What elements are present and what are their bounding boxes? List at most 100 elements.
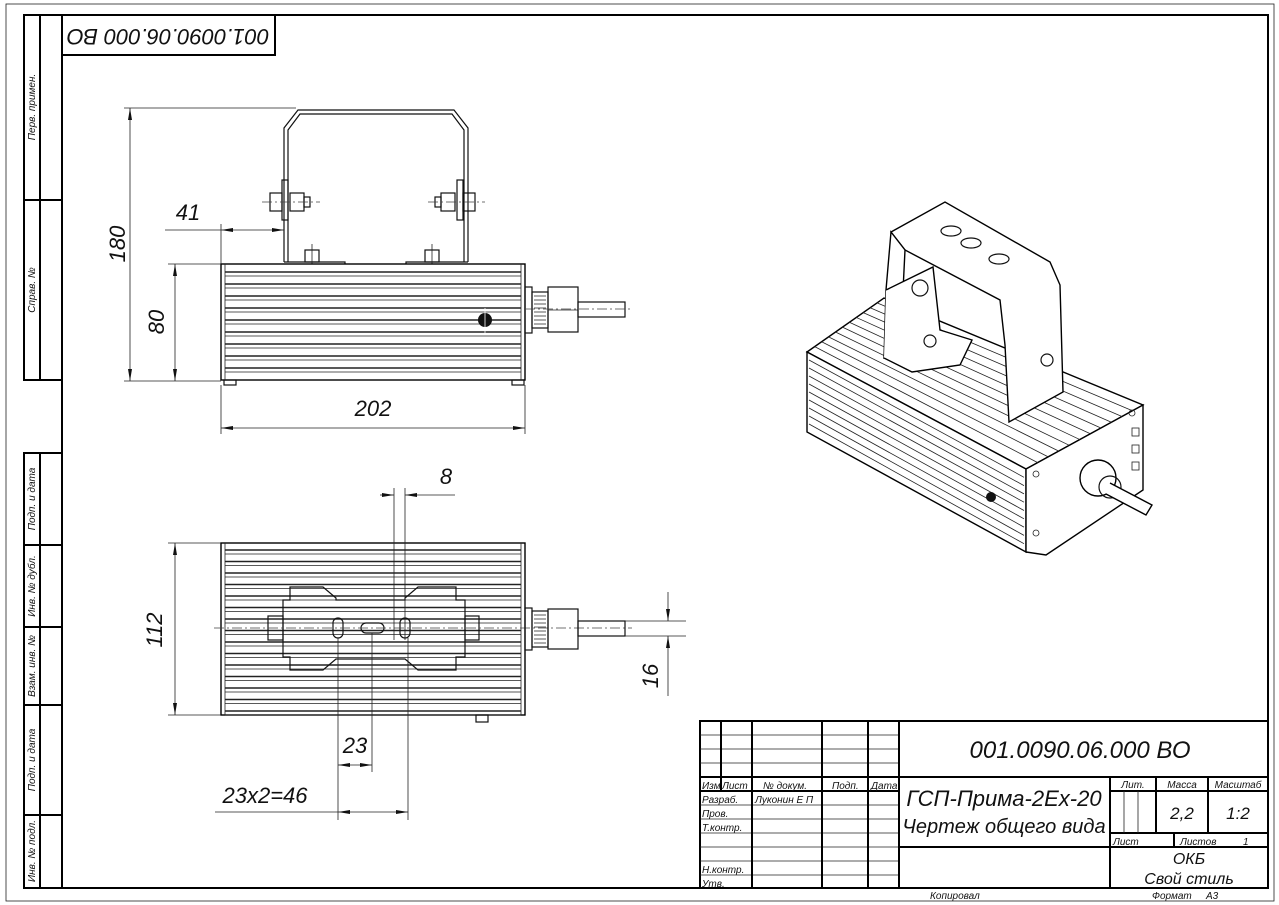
tb-developer-name: Луконин Е П — [754, 795, 814, 806]
side-view: 180 80 41 202 — [105, 107, 632, 434]
tb-org-subtitle: Свой стиль — [1144, 871, 1233, 888]
stamp-inv-podl: Инв. № подл. — [27, 820, 38, 882]
iso-fin — [808, 383, 1025, 503]
iso-top-fin — [821, 341, 1049, 458]
stamp-sprav-no: Справ. № — [27, 267, 38, 313]
iso-vent-1 — [1131, 427, 1140, 437]
stamp-inv-dubl: Инв. № дубл. — [26, 555, 38, 617]
dimension-46-label: 23x2=46 — [221, 783, 308, 808]
tb-drawing-type: Чертеж общего вида — [902, 816, 1105, 838]
dimension-41: 41 — [165, 200, 284, 264]
iso-fin — [808, 391, 1025, 511]
iso-vent-2 — [1131, 444, 1140, 454]
iso-fin — [808, 367, 1025, 486]
title-block: Изм Лист № докум. Подп. Дата Разраб. Лук… — [699, 720, 1269, 890]
iso-fin — [808, 415, 1025, 536]
dimension-202: 202 — [220, 385, 526, 434]
tb-header-sign: Подп. — [832, 781, 859, 792]
tb-sheet-label: Лист — [1112, 837, 1139, 848]
iso-top-fin — [842, 326, 1080, 440]
iso-ground-screw — [986, 492, 996, 502]
bolt-left — [269, 179, 311, 221]
dimension-8: 8 — [380, 464, 455, 640]
dimension-41-label: 41 — [176, 200, 200, 225]
tb-scale-label: Масштаб — [1215, 779, 1262, 791]
iso-vent-3 — [1131, 461, 1140, 471]
cable-gland-top — [524, 607, 626, 651]
stamp-perv-primen: Перв. примен. — [27, 74, 38, 140]
tb-role-checker: Пров. — [702, 809, 728, 820]
dimension-46: 23x2=46 — [215, 638, 409, 820]
tb-role-norm-control: Н.контр. — [702, 865, 744, 876]
tb-role-developer: Разраб. — [702, 794, 738, 806]
iso-fin — [808, 423, 1025, 545]
cable-top — [577, 620, 626, 637]
iso-bracket-foot — [883, 265, 973, 373]
stamp-podp-data-2: Подп. и дата — [27, 728, 38, 791]
top-view: 112 8 16 23 23x2=46 — [142, 464, 686, 820]
housing-top — [220, 542, 526, 716]
iso-fin — [808, 407, 1025, 528]
iso-cable — [1105, 482, 1153, 516]
tb-scale-value: 1:2 — [1226, 804, 1250, 823]
iso-slot-1 — [940, 225, 962, 237]
tb-mass-value: 2,2 — [1169, 804, 1194, 823]
dimension-16-label: 16 — [638, 663, 663, 688]
mounting-bracket — [283, 109, 469, 262]
iso-slot-3 — [988, 253, 1010, 265]
tb-mass-label: Масса — [1167, 780, 1197, 791]
dimension-80-label: 80 — [144, 309, 169, 334]
iso-slot-2 — [960, 237, 982, 249]
stamp-vzam-inv: Взам. инв. № — [27, 635, 38, 697]
sheet-trim-border — [5, 3, 1275, 902]
format-value: А3 — [1205, 891, 1219, 902]
tb-product-name: ГСП-Прима-2Ex-20 — [906, 786, 1102, 811]
iso-bolt — [911, 279, 929, 297]
cable — [577, 301, 626, 318]
iso-bolt-2 — [1040, 353, 1054, 367]
tb-header-date: Дата — [870, 781, 898, 792]
dimension-16: 16 — [625, 592, 686, 696]
side-stamp-column: Перв. примен. Справ. № Подп. и дата Инв.… — [23, 14, 63, 889]
tb-sheets-label: Листов — [1179, 837, 1216, 848]
bracket-plate — [282, 586, 466, 671]
iso-top-fin — [814, 346, 1038, 463]
tb-doc-number: 001.0090.06.000 ВО — [970, 737, 1191, 764]
iso-fin — [808, 375, 1025, 495]
dimension-180-label: 180 — [105, 225, 130, 262]
copied-label: Копировал — [930, 891, 980, 902]
tb-role-tech-control: Т.контр. — [702, 823, 742, 834]
foot-left — [223, 379, 237, 386]
dimension-23: 23 — [337, 633, 373, 820]
dimension-180: 180 — [105, 107, 296, 382]
dimension-202-label: 202 — [354, 396, 392, 421]
tb-role-approved: Утв. — [701, 879, 725, 890]
stamp-podp-data-1: Подп. и дата — [27, 467, 38, 530]
dimension-8-label: 8 — [440, 464, 453, 489]
isometric-view — [805, 201, 1153, 556]
housing-fins — [224, 264, 522, 380]
iso-fin — [808, 359, 1025, 478]
corner-stamp-text: 001.0090.06.000 ВО — [67, 24, 270, 49]
tb-lit-label: Лит. — [1120, 780, 1144, 791]
tb-sheets-value: 1 — [1243, 837, 1249, 848]
format-label: Формат — [1152, 891, 1192, 902]
iso-bracket — [889, 201, 1064, 424]
ground-nut — [475, 714, 489, 723]
dimension-112: 112 — [142, 542, 221, 716]
iso-nut — [923, 334, 937, 348]
tb-org-name: ОКБ — [1173, 851, 1205, 868]
corner-stamp: 001.0090.06.000 ВО — [61, 14, 276, 56]
foot-right — [511, 379, 525, 386]
tb-header-izm: Изм — [702, 781, 721, 792]
dimension-80: 80 — [144, 263, 221, 381]
drawing-frame — [61, 14, 1269, 889]
dimension-23-label: 23 — [342, 733, 368, 758]
iso-top-fin — [828, 336, 1059, 452]
bolt-right — [434, 179, 476, 221]
tb-header-doc: № докум. — [763, 781, 807, 792]
cable-gland-side — [524, 286, 632, 334]
iso-top-fin — [835, 331, 1070, 446]
tb-header-list: Лист — [721, 781, 748, 792]
